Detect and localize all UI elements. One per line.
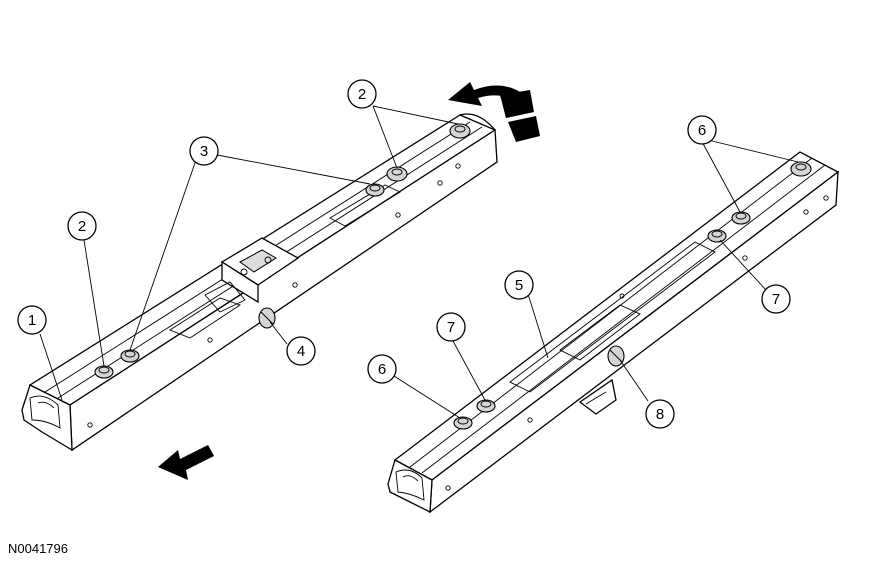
callout-7a: 7 [436,312,466,342]
nut-2b [386,166,408,182]
callout-2a-label: 2 [78,218,86,235]
latch-bracket [204,237,300,313]
nut-2a [94,365,114,379]
left-seat-track [21,113,498,452]
callout-7b: 7 [761,284,791,314]
callout-6b-label: 6 [698,122,706,139]
nut-6a [453,416,473,430]
nut-6b [731,211,751,225]
callout-6a: 6 [367,354,397,384]
callout-3: 3 [189,136,219,166]
callout-4: 4 [286,336,316,366]
callout-6b: 6 [687,115,717,145]
callout-5: 5 [504,270,534,300]
callout-7b-label: 7 [772,291,780,308]
callout-8: 8 [645,399,675,429]
callout-8-label: 8 [656,406,664,423]
figure-id: N0041796 [8,541,68,556]
nut-3a [120,349,140,363]
nut-6c [790,161,812,177]
callout-3-label: 3 [200,143,208,160]
nut-3b [365,183,385,197]
forward-arrow-icon [158,445,214,480]
callout-4-label: 4 [297,343,305,360]
nut-2c [449,123,471,139]
callout-1-label: 1 [28,312,36,329]
leader-lines [39,105,799,419]
callout-6a-label: 6 [378,361,386,378]
callout-2b: 2 [347,79,377,109]
rotate-arrow-icon [448,82,540,142]
callout-5-label: 5 [515,277,523,294]
callout-7a-label: 7 [447,319,455,336]
callout-2a: 2 [67,211,97,241]
nut-7b [707,229,727,243]
callout-2b-label: 2 [358,86,366,103]
callout-1: 1 [17,305,47,335]
nut-7a [476,399,496,413]
